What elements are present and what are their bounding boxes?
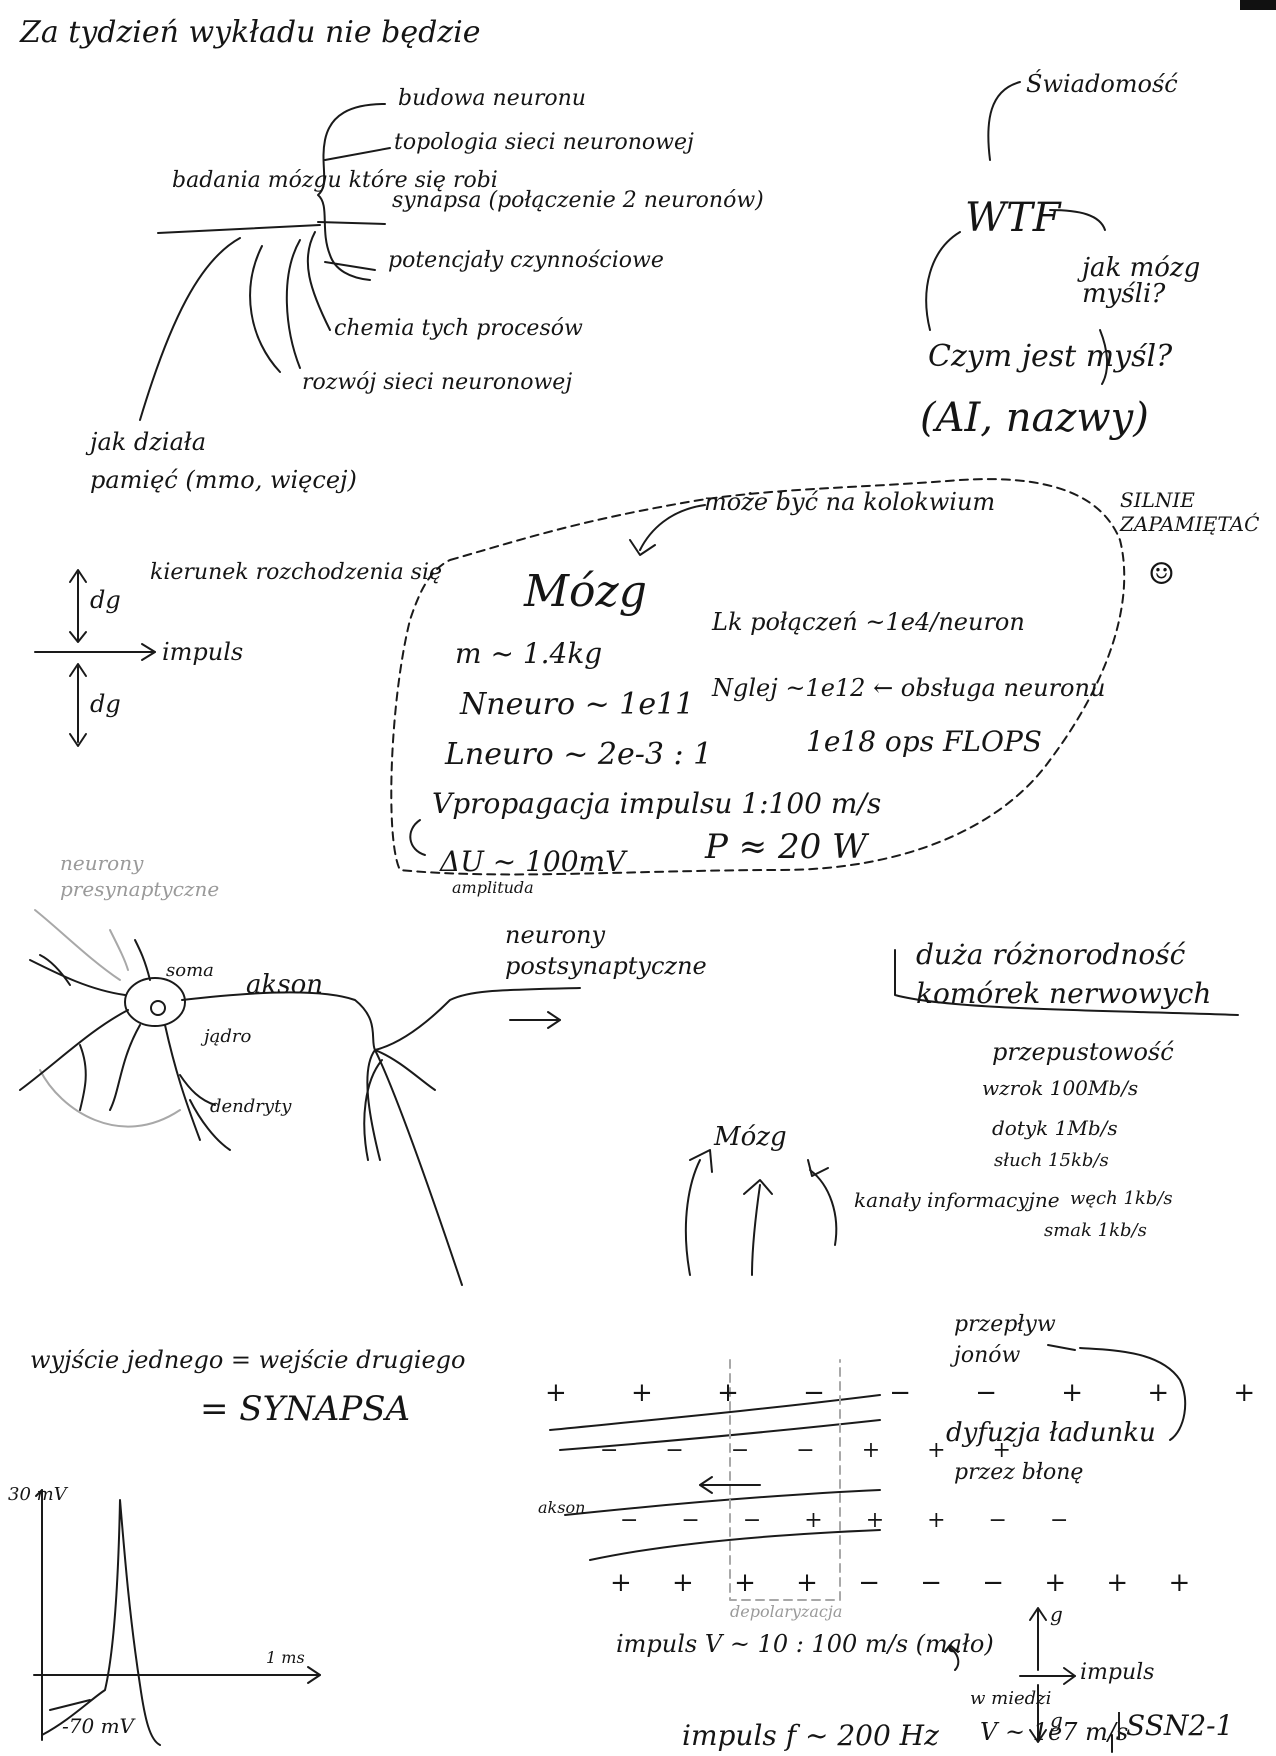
membrane-label: przez błonę <box>954 1460 1084 1485</box>
plot-time-label: 1 ms <box>266 1648 305 1667</box>
impulse-velocity: Vpropagacja impulsu 1:100 m/s <box>432 787 882 820</box>
throughput-vision: wzrok 100Mb/s <box>982 1076 1139 1100</box>
postsynaptic-label: neurony postsynaptyczne <box>505 921 707 981</box>
throughput-touch: dotyk 1Mb/s <box>992 1116 1118 1140</box>
brain-power: P ≈ 20 W <box>705 827 867 867</box>
glia-count: Nglej ~1e12 ← obsługa neuronu <box>712 674 1106 702</box>
presynaptic-label: neurony presynaptyczne <box>60 851 220 901</box>
ion-flow-label: przepływ jonów <box>954 1312 1056 1368</box>
question-how-brain-thinks: jak mózg myśli? <box>1082 253 1201 309</box>
throughput-hearing: słuch 15kb/s <box>994 1150 1109 1171</box>
wtf-label: WTF <box>965 195 1061 241</box>
throughput-title: przepustowość <box>992 1038 1174 1066</box>
branch-chemia: chemia tych procesów <box>334 316 583 341</box>
impulse-speed: impuls V ~ 10 : 100 m/s (mało) <box>616 1630 994 1658</box>
copper-label: w miedzi <box>970 1688 1052 1709</box>
smiley-icon: ☺ <box>1148 557 1175 592</box>
dendrites-label: dendryty <box>210 1096 292 1117</box>
charge-row-1: + + + − − − + + + <box>545 1378 1276 1408</box>
branch-potencjaly: potencjały czynnościowe <box>388 248 664 273</box>
diffusion-impulse-label: impuls <box>1080 1660 1155 1685</box>
soma-label: soma <box>166 960 214 981</box>
charge-row-2: − − − − + + + <box>600 1438 1031 1463</box>
dg-bottom: dg <box>90 690 121 718</box>
synapse-label: = SYNAPSA <box>200 1389 411 1429</box>
brain-title: Mózg <box>524 566 647 617</box>
course-code: SSN2-1 <box>1118 1712 1233 1740</box>
charge-diffusion-label: dyfuzja ładunku <box>946 1418 1156 1448</box>
branch-budowa: budowa neuronu <box>398 86 586 111</box>
memory-line1: jak działa <box>90 428 207 456</box>
question-what-is-thought: Czym jest myśl? <box>928 339 1173 374</box>
memory-curve <box>139 237 241 421</box>
amplitude-label: amplituda <box>452 878 534 897</box>
neuron-drawing <box>19 909 581 1286</box>
nucleus-label: jądro <box>204 1026 252 1047</box>
remember-note: SILNIE ZAPAMIĘTAĆ <box>1120 488 1260 536</box>
header-note: Za tydzień wykładu nie będzie <box>20 15 481 50</box>
diffusion-dg-top: g <box>1050 1602 1063 1626</box>
action-potential-plot <box>33 1489 321 1746</box>
synapse-definition: wyjście jednego = wejście drugiego <box>30 1346 466 1374</box>
axon-diagram-label: akson <box>538 1498 586 1517</box>
axon-label: akson <box>246 970 323 1000</box>
impulse-frequency: impuls f ~ 200 Hz <box>682 1719 939 1752</box>
exam-note: może być na kolokwium <box>704 488 996 516</box>
impulse-label: impuls <box>162 638 244 666</box>
plot-bottom-label: -70 mV <box>62 1714 134 1738</box>
voltage-amplitude: ΔU ~ 100mV <box>440 845 626 878</box>
diversity-title: duża różnorodność komórek nerwowych <box>916 938 1212 1011</box>
connections-count: Lk połączeń ~1e4/neuron <box>712 608 1025 636</box>
brain-mass: m ~ 1.4kg <box>455 637 603 670</box>
charge-row-4: + + + + − − − + + + <box>610 1568 1207 1598</box>
copper-velocity: V ~ 1e7 m/s <box>980 1718 1129 1746</box>
channels-label: kanały informacyjne <box>854 1188 1060 1212</box>
branch-topologia: topologia sieci neuronowej <box>394 130 694 155</box>
branch-synapsa: synapsa (połączenie 2 neuronów) <box>392 188 764 213</box>
neuron-length: Lneuro ~ 2e-3 : 1 <box>445 737 713 772</box>
direction-label: kierunek rozchodzenia się <box>150 560 443 585</box>
mindmap-center: badania mózgu które się robi <box>172 168 498 193</box>
flops-estimate: 1e18 ops FLOPS <box>806 725 1042 758</box>
depolarization-label: depolaryzacja <box>730 1602 843 1621</box>
plot-top-label: 30 mV <box>8 1484 67 1505</box>
ai-note: (AI, nazwy) <box>920 395 1149 441</box>
branch-rozwoj: rozwój sieci neuronowej <box>302 370 573 395</box>
throughput-smell: węch 1kb/s <box>1070 1188 1173 1209</box>
consciousness-label: Świadomość <box>1026 70 1178 98</box>
neuron-count: Nneuro ~ 1e11 <box>460 687 695 722</box>
page-corner-mark <box>1240 0 1276 10</box>
brain-box-outline <box>390 478 1126 876</box>
diffusion-dg-bottom: g <box>1050 1708 1063 1732</box>
charge-row-3: − − − + + + − − <box>620 1508 1087 1533</box>
brain-small-label: Mózg <box>714 1122 787 1152</box>
throughput-taste: smak 1kb/s <box>1044 1220 1147 1241</box>
dg-top: dg <box>90 586 121 614</box>
memory-line2: pamięć (mmo, więcej) <box>90 466 357 494</box>
axon-membrane-diagram <box>549 1359 881 1601</box>
